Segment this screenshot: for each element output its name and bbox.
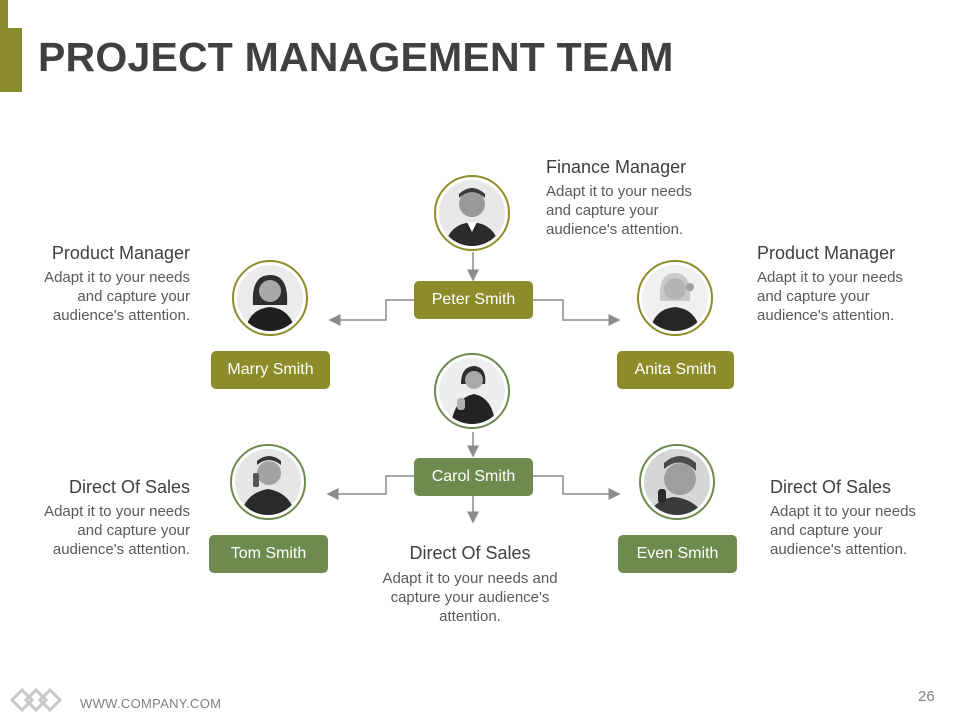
person-avatar-icon [235, 449, 301, 515]
footer-url: WWW.COMPANY.COM [80, 696, 222, 711]
finance-role-desc: Adapt it to your needs and capture your … [546, 183, 692, 238]
avatar-peter [434, 175, 510, 251]
product-left-role-desc: Adapt it to your needs and capture your … [44, 269, 190, 324]
accent-bar [0, 28, 22, 92]
avatar-marry [232, 260, 308, 336]
connector-peter-anita [533, 299, 621, 326]
sales-left-role-title: Direct Of Sales [68, 477, 190, 497]
person-avatar-icon [439, 358, 505, 424]
marry-name-box: Marry Smith [211, 351, 330, 389]
product-right-role-title: Product Manager [757, 243, 896, 263]
avatar-tom [230, 444, 306, 520]
connector-peter-marry [328, 299, 414, 326]
sales-center-role-title: Direct Of Sales [409, 543, 531, 563]
accent-bar-top [0, 0, 8, 28]
connector-carol-tom [326, 475, 414, 500]
diamond-chain-logo-icon [9, 687, 63, 713]
sales-left-role-desc: Adapt it to your needs and capture your … [44, 503, 190, 558]
page-number: 26 [918, 688, 935, 705]
finance-role-title: Finance Manager [546, 157, 687, 177]
product-right-role-desc: Adapt it to your needs and capture your … [757, 269, 903, 324]
avatar-anita [637, 260, 713, 336]
sales-right-role-desc: Adapt it to your needs and capture your … [770, 503, 916, 558]
person-avatar-icon [644, 449, 710, 515]
tom-name-box: Tom Smith [209, 535, 328, 573]
sales-center-role-desc: Adapt it to your needs and capture your … [382, 570, 558, 625]
product-left-role-title: Product Manager [51, 243, 190, 263]
peter-name-box: Peter Smith [414, 281, 533, 319]
person-avatar-icon [237, 265, 303, 331]
avatar-even [639, 444, 715, 520]
person-avatar-icon [439, 180, 505, 246]
avatar-carol [434, 353, 510, 429]
slide-title: PROJECT MANAGEMENT TEAM [38, 34, 674, 80]
anita-name-box: Anita Smith [617, 351, 734, 389]
sales-right-role-title: Direct Of Sales [770, 477, 892, 497]
connector-carol-even [533, 475, 621, 500]
even-name-box: Even Smith [618, 535, 737, 573]
carol-name-box: Carol Smith [414, 458, 533, 496]
person-avatar-icon [642, 265, 708, 331]
